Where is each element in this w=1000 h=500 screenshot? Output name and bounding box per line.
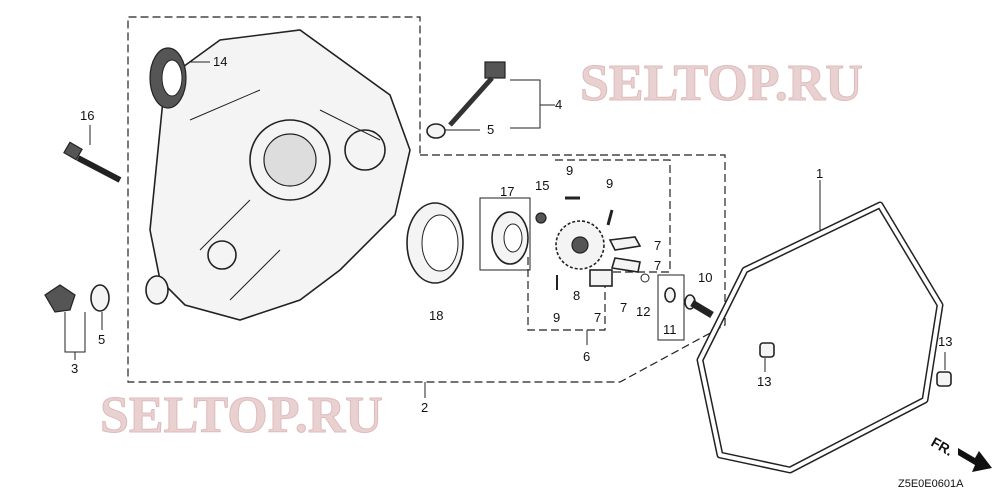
- front-direction-arrow: FR.: [929, 434, 992, 472]
- callout-4: 4: [555, 97, 562, 112]
- pin-10: [684, 294, 714, 319]
- washer-11: [664, 287, 676, 303]
- flange-bolt: [63, 141, 122, 183]
- callout-12: 12: [636, 304, 650, 319]
- callout-16: 16: [80, 108, 94, 123]
- callout-14: 14: [213, 54, 227, 69]
- crankcase-cover: [149, 29, 411, 321]
- callout-13-right: 13: [938, 334, 952, 349]
- callout-9-bottom: 9: [553, 310, 560, 325]
- watermark-top: SELTOP.RU: [580, 55, 863, 112]
- callout-7-c: 7: [620, 300, 627, 315]
- callout-5-bottom: 5: [98, 332, 105, 347]
- callout-7-a: 7: [654, 238, 661, 253]
- clip-12: [640, 273, 650, 283]
- callout-9-top: 9: [566, 163, 573, 178]
- slider-7: [589, 269, 613, 287]
- assembly-2-outline: [127, 16, 726, 383]
- leader-lines: [64, 61, 946, 398]
- callout-7-d: 7: [594, 310, 601, 325]
- callout-17: 17: [500, 184, 514, 199]
- bracket-17: [479, 197, 531, 271]
- oil-filler-cap: [44, 284, 76, 313]
- callout-5-top: 5: [487, 122, 494, 137]
- oil-seal-bore: [161, 59, 183, 97]
- callout-10: 10: [698, 270, 712, 285]
- diagram-code: Z5E0E0601A: [898, 478, 964, 490]
- weight-7b: [610, 257, 641, 273]
- callout-3: 3: [71, 361, 78, 376]
- washer-15: [535, 212, 547, 224]
- callout-9-right: 9: [606, 176, 613, 191]
- oil-level-sensor: [426, 61, 506, 139]
- callout-11: 11: [663, 322, 677, 337]
- gasket-inner: [698, 203, 942, 472]
- dowel-pin-a: [759, 342, 775, 358]
- front-label: FR.: [929, 434, 957, 459]
- bracket-11: [657, 274, 685, 341]
- callout-8: 8: [573, 288, 580, 303]
- weight-7a: [608, 236, 642, 251]
- governor-gear: [555, 220, 605, 270]
- bearing-17: [491, 211, 529, 265]
- callout-6: 6: [583, 349, 590, 364]
- ball-bearing: [406, 202, 464, 284]
- o-ring: [90, 284, 110, 312]
- callout-15: 15: [535, 178, 549, 193]
- callout-18: 18: [429, 308, 443, 323]
- watermark-bottom: SELTOP.RU: [100, 387, 383, 444]
- dowel-pin-b: [936, 371, 952, 387]
- callout-13-left: 13: [757, 374, 771, 389]
- callout-2: 2: [421, 400, 428, 415]
- callout-7-b: 7: [654, 258, 661, 273]
- pin-b: [606, 209, 614, 226]
- callout-1: 1: [816, 166, 823, 181]
- arrow-icon: [958, 448, 992, 472]
- filler-neck: [145, 275, 169, 305]
